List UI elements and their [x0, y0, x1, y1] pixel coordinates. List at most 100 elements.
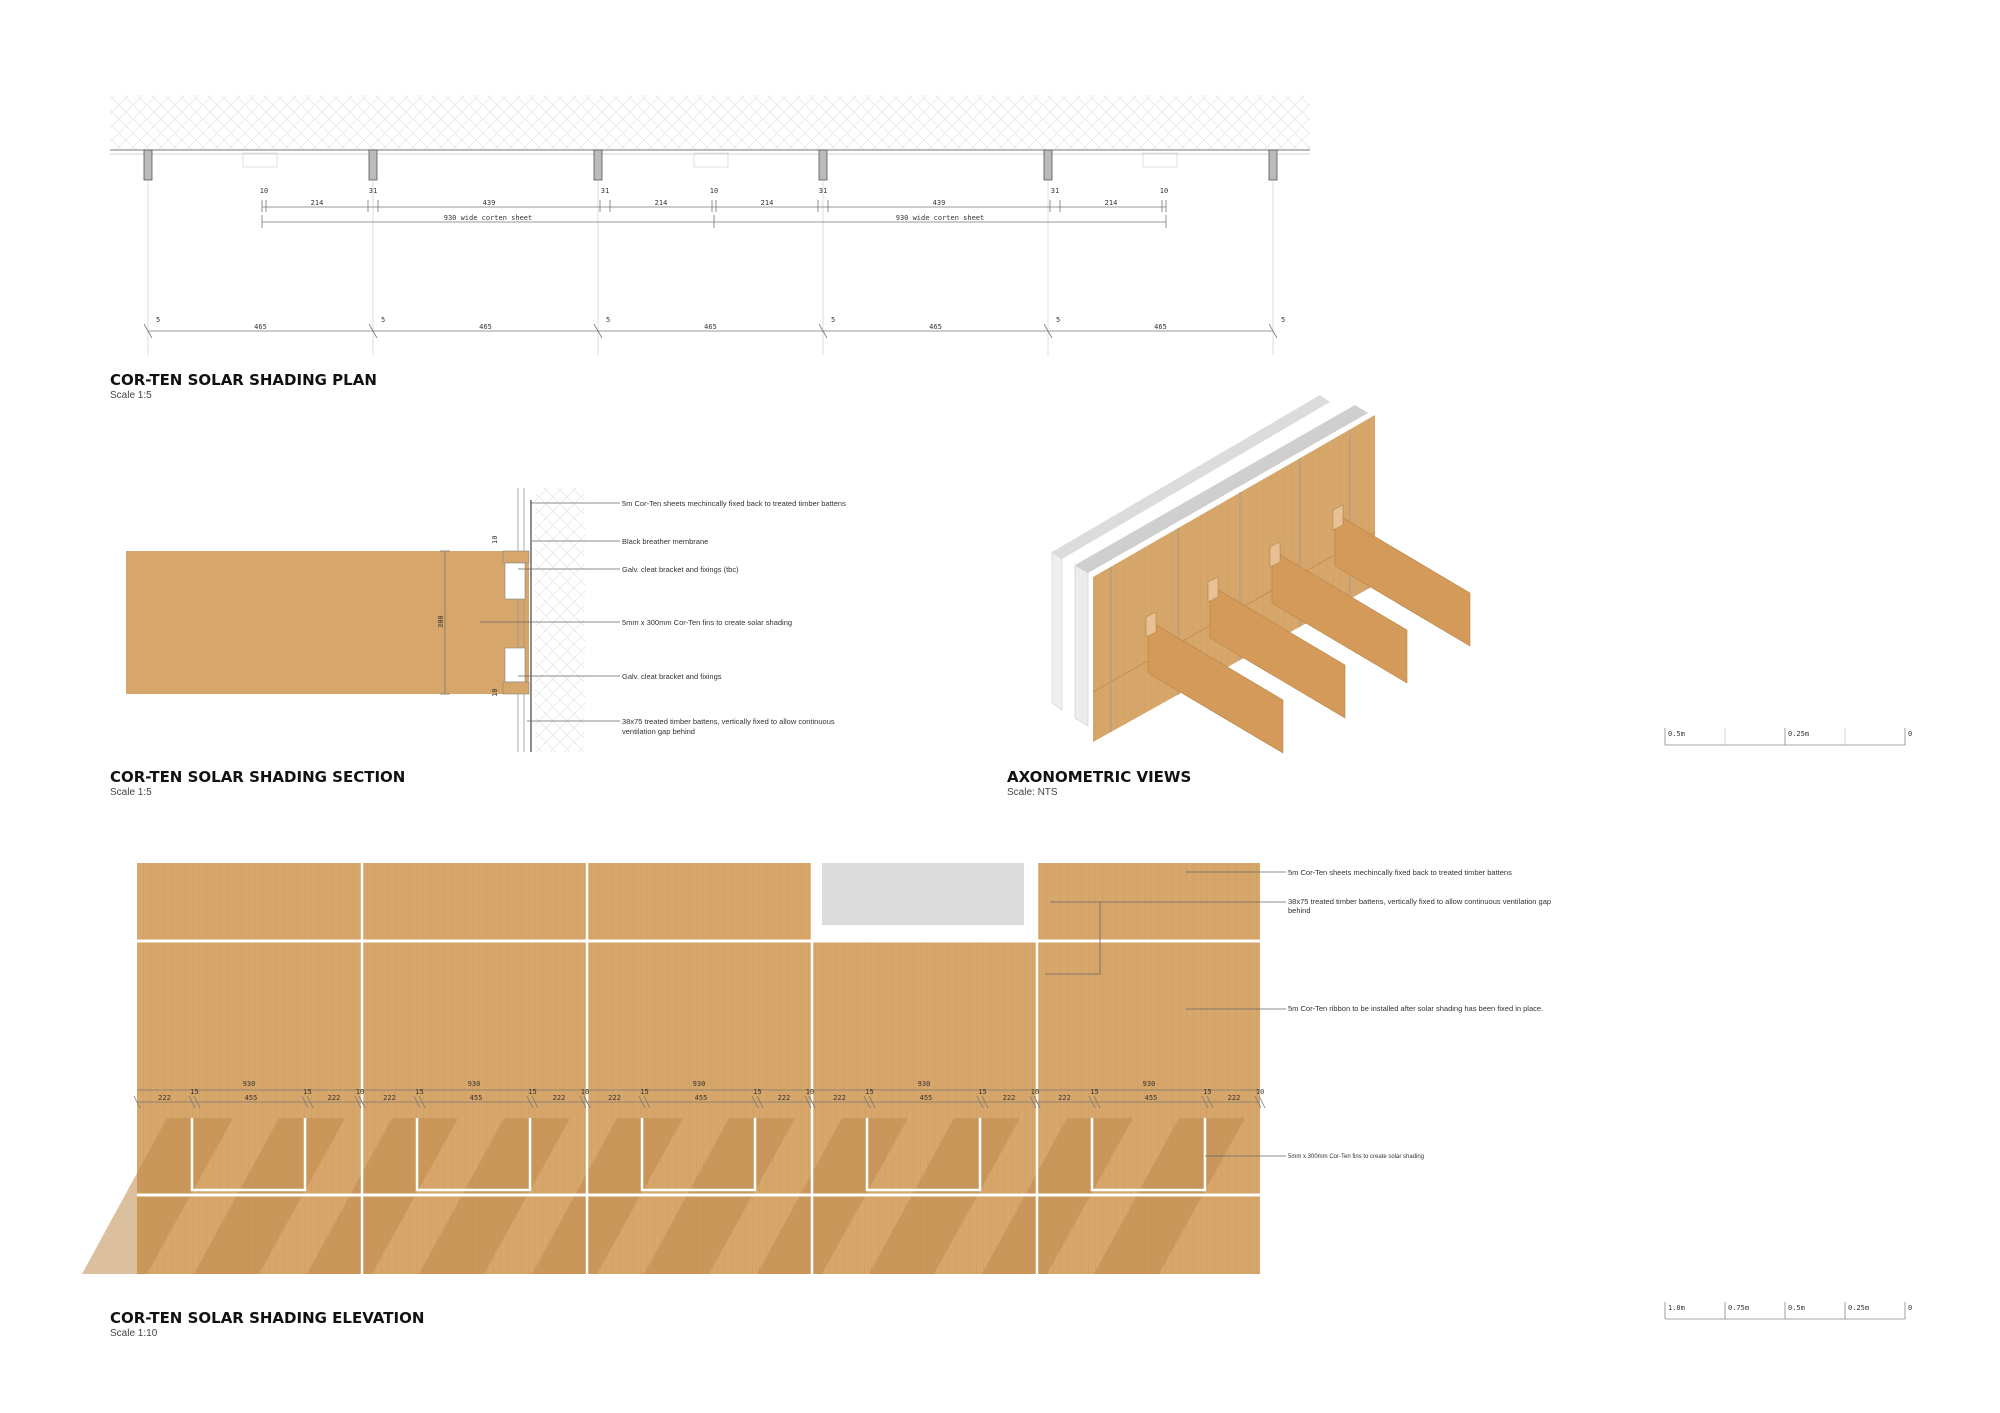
section-small-dim-bottom: 10	[491, 689, 499, 697]
elev-dim-tick	[638, 1095, 646, 1109]
elev-dim-tick	[1206, 1095, 1214, 1109]
plan-dim-upper-4: 31	[601, 187, 609, 195]
plan-dim-upper-10: 31	[1051, 187, 1059, 195]
elev-dim-1-3: 15	[528, 1088, 536, 1096]
elev-dim-4-5: 10	[1256, 1088, 1264, 1096]
plan-dim-tick	[1043, 323, 1053, 339]
elev-dim-2-5: 10	[806, 1088, 814, 1096]
section-drawing: 300 10 10 5m Cor-Ten sheets mechincally …	[110, 488, 846, 798]
scale1-label-c: 0	[1908, 730, 1912, 738]
elevation-drawing: 9302221545515222109302221545515222109302…	[82, 863, 1551, 1339]
elev-dim-2-4: 222	[778, 1094, 791, 1102]
scale-bar-1: 0.5m 0.25m 0	[1664, 728, 1912, 746]
elev-dim-tick	[418, 1095, 426, 1109]
elev-dim-tick	[808, 1095, 816, 1109]
window-glass	[822, 863, 1024, 925]
axo-cleat-0	[1145, 611, 1157, 638]
elev-dim-0-5: 10	[356, 1088, 364, 1096]
plan-posts	[143, 149, 1278, 355]
axo-title: AXONOMETRIC VIEWS	[1007, 768, 1191, 786]
elev-dim-tick	[1201, 1095, 1209, 1109]
elev-note-4: 5m Cor-Ten ribbon to be installed after …	[1288, 1004, 1543, 1013]
elev-note-1: 5m Cor-Ten sheets mechincally fixed back…	[1288, 868, 1512, 877]
elev-note-5: 5mm x 300mm Cor-Ten fins to create solar…	[1288, 1154, 1424, 1160]
axo-scale: Scale: NTS	[1007, 787, 1058, 798]
elev-dim-4-1: 15	[1090, 1088, 1098, 1096]
plan-dim-upper-7: 214	[761, 199, 774, 207]
elev-dim-0-2: 455	[245, 1094, 258, 1102]
section-note-6: 38x75 treated timber battens, vertically…	[622, 717, 835, 726]
elev-dim-0-0: 222	[158, 1094, 171, 1102]
section-note-2: Black breather membrane	[622, 537, 708, 546]
section-scale: Scale 1:5	[110, 787, 152, 798]
elev-dim-tick	[1088, 1095, 1096, 1109]
elev-dim-tick	[1093, 1095, 1101, 1109]
plan-dim-lower-1: 465	[479, 323, 492, 331]
axo-cleat-2	[1269, 541, 1281, 568]
axo-fin-2	[1271, 549, 1408, 684]
section-title: COR-TEN SOLAR SHADING SECTION	[110, 768, 405, 786]
scale2-label-b: 0.75m	[1728, 1304, 1749, 1312]
elev-dim-total-0: 930	[243, 1080, 256, 1088]
plan-post	[1268, 149, 1278, 181]
scale2-label-a: 1.0m	[1668, 1304, 1685, 1312]
bottom-cleat-bracket	[502, 681, 530, 695]
elev-dim-3-2: 455	[920, 1094, 933, 1102]
scale1-label-a: 0.5m	[1668, 730, 1685, 738]
plan-post	[368, 149, 378, 181]
plan-dim-upper-5: 214	[655, 199, 668, 207]
plan-gap-label-5: 5	[1281, 316, 1285, 324]
elev-note-3: behind	[1288, 906, 1311, 915]
elev-dim-tick	[1254, 1095, 1262, 1109]
axo-fins	[1145, 504, 1471, 754]
elev-dim-3-3: 15	[978, 1088, 986, 1096]
plan-gap-label-3: 5	[831, 316, 835, 324]
elev-dim-tick	[526, 1095, 534, 1109]
elevation-scale: Scale 1:10	[110, 1328, 158, 1339]
plan-dim-lower-2: 465	[704, 323, 717, 331]
elevation-joints	[190, 863, 1207, 1274]
elev-dim-1-5: 10	[581, 1088, 589, 1096]
elev-dim-4-2: 455	[1145, 1094, 1158, 1102]
plan-post	[143, 149, 153, 181]
plan-dim-tick	[593, 323, 603, 339]
plan-dim-upper-6: 10	[710, 187, 718, 195]
elev-dim-2-2: 455	[695, 1094, 708, 1102]
elev-dim-0-1: 15	[190, 1088, 198, 1096]
plan-dim-upper-11: 214	[1105, 199, 1118, 207]
section-note-4: 5mm x 300mm Cor-Ten fins to create solar…	[622, 618, 792, 627]
plan-sheet-label-1: 930 wide corten sheet	[444, 214, 533, 222]
plan-title: COR-TEN SOLAR SHADING PLAN	[110, 371, 377, 389]
scale-bar-2: 1.0m 0.75m 0.5m 0.25m 0	[1664, 1302, 1912, 1320]
plan-gap-label-4: 5	[1056, 316, 1060, 324]
elev-dim-3-5: 10	[1031, 1088, 1039, 1096]
elevation-fin-1	[415, 1118, 532, 1192]
elev-dim-1-0: 222	[383, 1094, 396, 1102]
plan-dim-upper-12: 10	[1160, 187, 1168, 195]
elevation-fin-4	[1090, 1118, 1207, 1192]
top-cleat-bracket	[502, 550, 530, 564]
elev-dim-tick	[133, 1095, 141, 1109]
elev-dim-1-2: 455	[470, 1094, 483, 1102]
elev-dim-tick	[804, 1095, 812, 1109]
scale2-label-c: 0.5m	[1788, 1304, 1805, 1312]
plan-dim-upper-1: 214	[311, 199, 324, 207]
section-height-dim: 300	[437, 615, 445, 628]
elev-dim-tick	[1029, 1095, 1037, 1109]
elev-dim-tick	[981, 1095, 989, 1109]
section-note-3: Galv. cleat bracket and fixings (tbc)	[622, 565, 739, 574]
axo-fin-1	[1209, 584, 1346, 719]
scale2-label-e: 0	[1908, 1304, 1912, 1312]
elev-dim-total-4: 930	[1143, 1080, 1156, 1088]
elev-dim-tick	[976, 1095, 984, 1109]
elev-dim-tick	[306, 1095, 314, 1109]
section-fin	[126, 551, 529, 694]
plan-dim-tick	[818, 323, 828, 339]
axo-fin-3	[1334, 512, 1471, 647]
plan-post	[593, 149, 603, 181]
elev-dim-2-1: 15	[640, 1088, 648, 1096]
section-note-1: 5m Cor-Ten sheets mechincally fixed back…	[622, 499, 846, 508]
elev-dim-1-1: 15	[415, 1088, 423, 1096]
plan-gap-label-0: 5	[156, 316, 160, 324]
